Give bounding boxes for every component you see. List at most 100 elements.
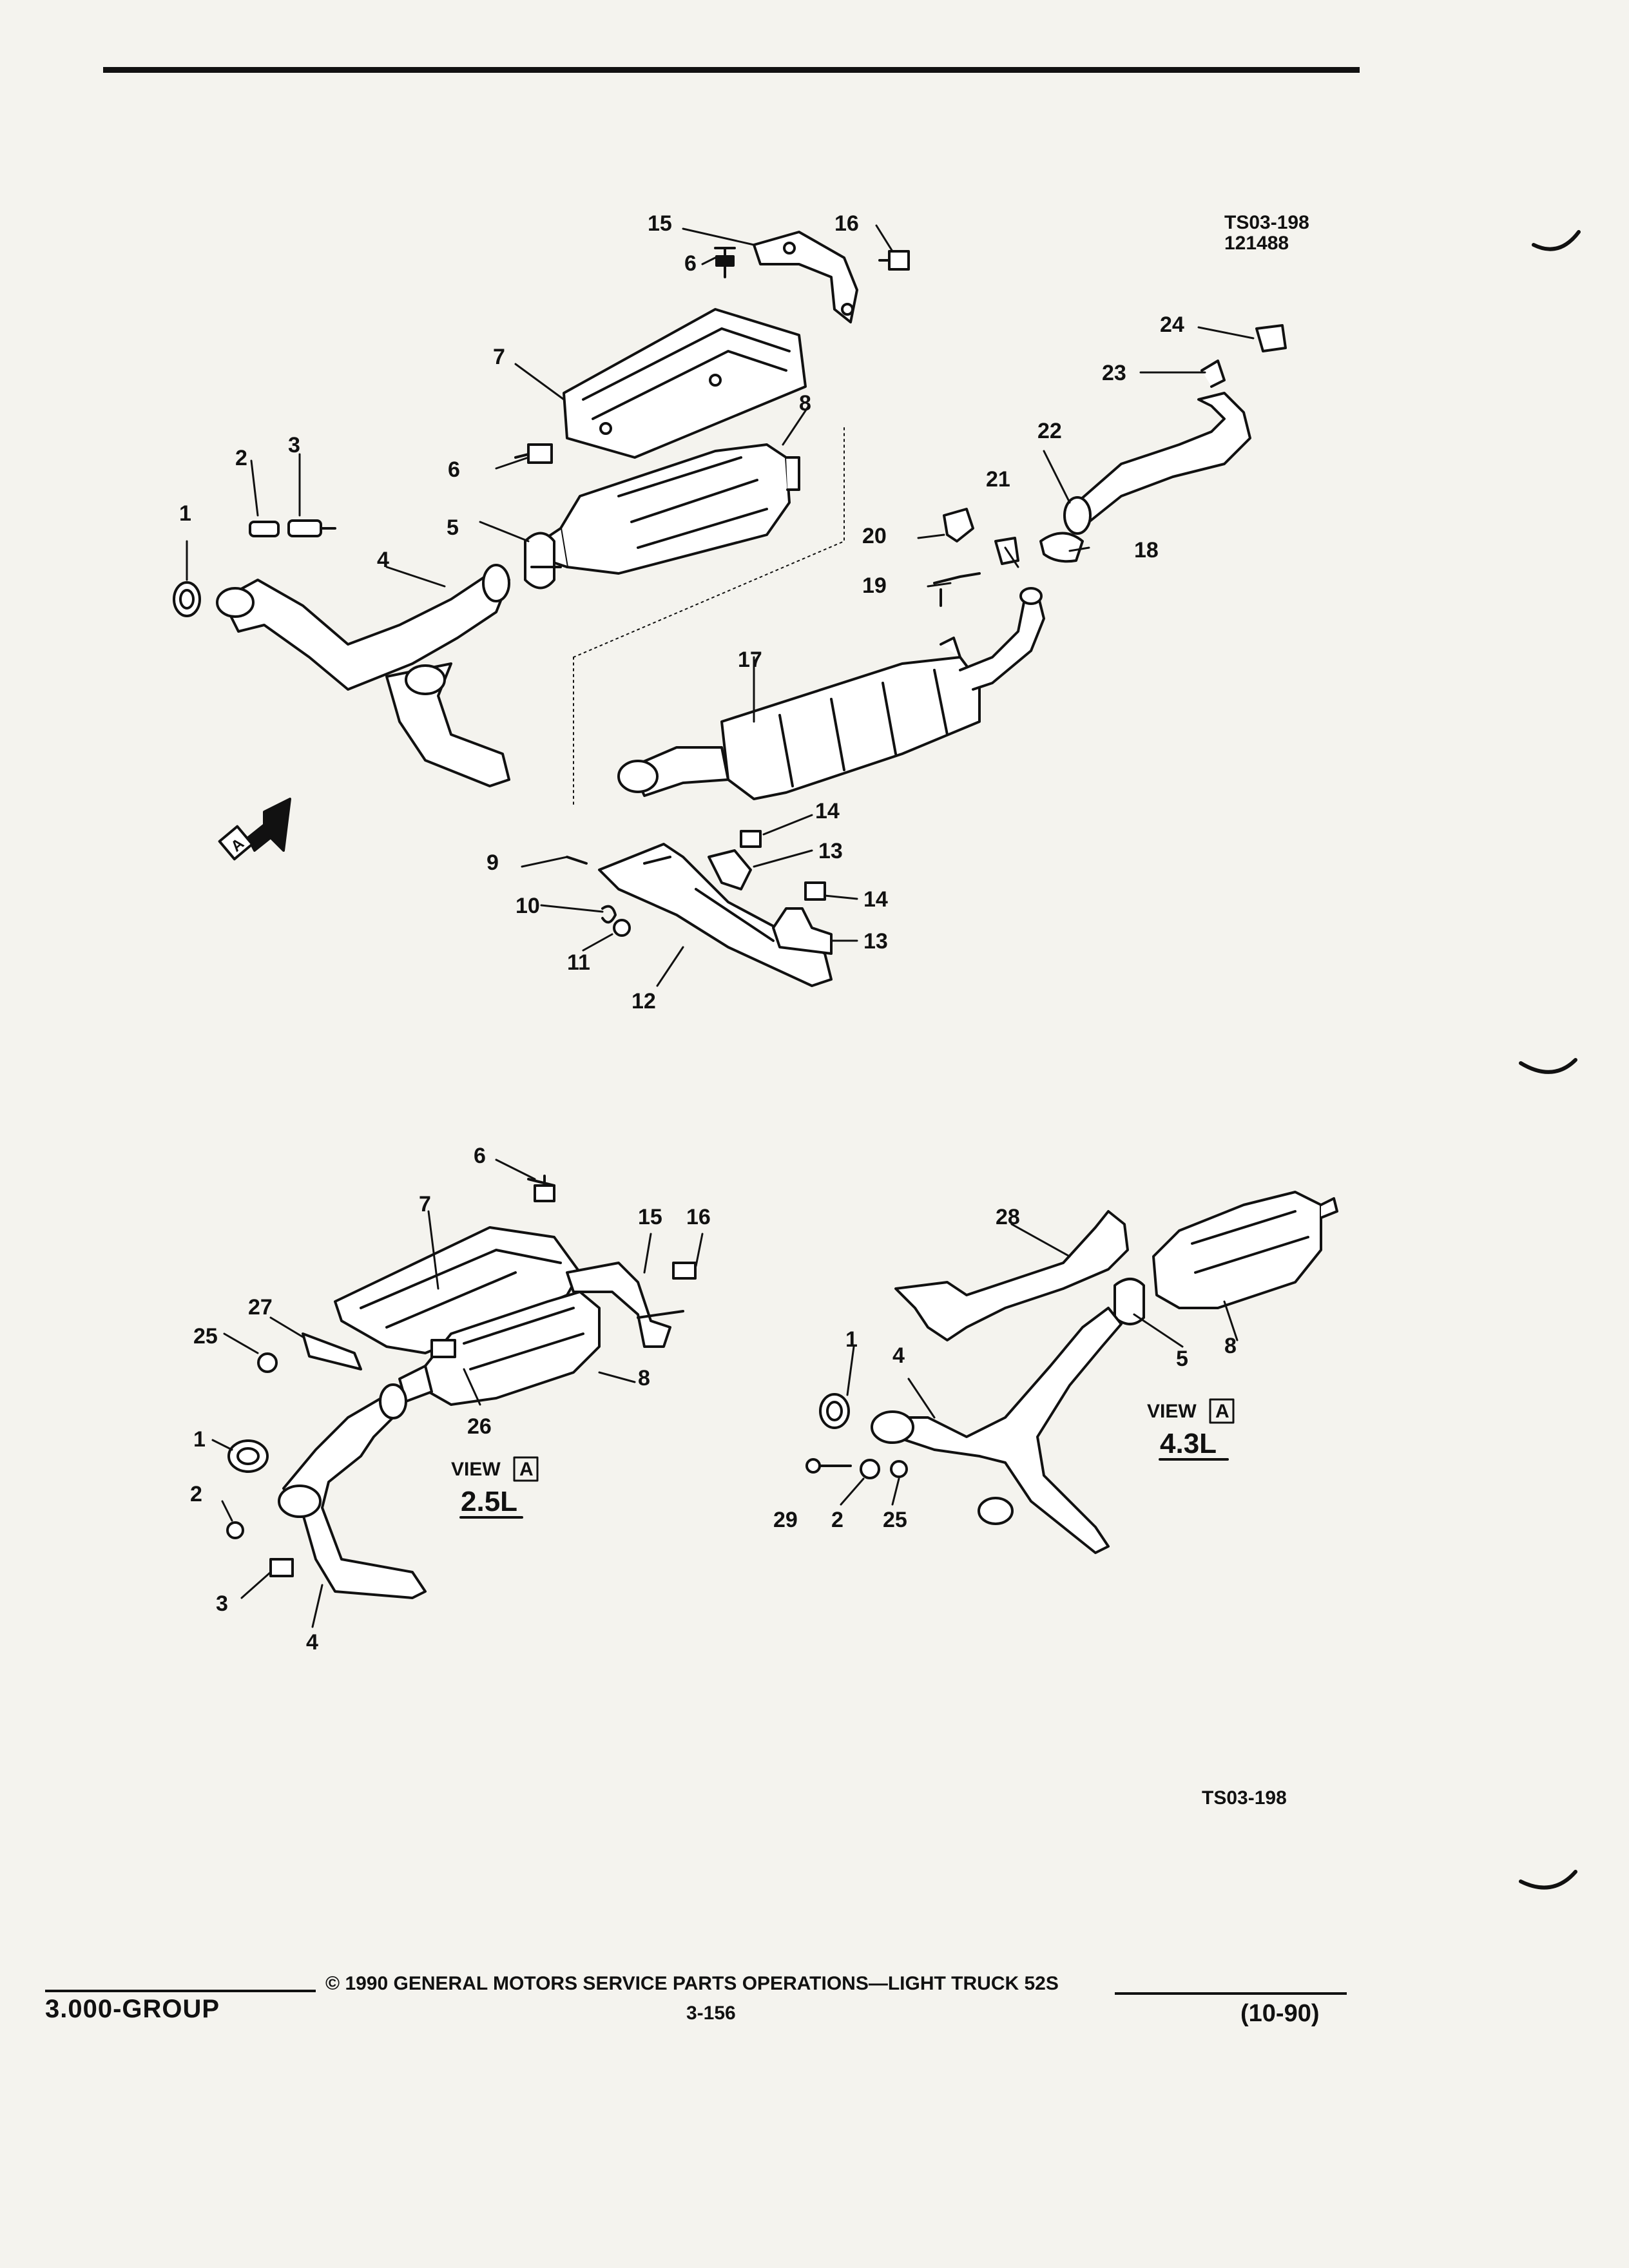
callout-10: 10 (516, 894, 540, 918)
callout-11: 11 (567, 950, 590, 975)
converter-4-3 (1113, 1191, 1338, 1325)
leader-lines-4-3 (840, 1223, 1239, 1506)
callout-20: 20 (862, 524, 887, 548)
bolt-16-upper (878, 250, 910, 271)
callouts-4-3: 1 2 4 5 8 25 28 29 (773, 1205, 1237, 1532)
callout-24: 24 (1160, 312, 1184, 337)
footer-group: 3.000-GROUP (45, 1995, 220, 2023)
tailpipe-22 (1063, 392, 1251, 535)
catalytic-converter-upper (540, 443, 800, 575)
callout-26-2-5: 26 (467, 1414, 492, 1439)
view-marker-arrow (218, 798, 291, 861)
view-box-2-5 (513, 1456, 539, 1482)
callout-4-2-5: 4 (306, 1630, 318, 1655)
callout-4: 4 (377, 548, 389, 572)
svg-text:VIEW: VIEW (1147, 1401, 1197, 1422)
callout-1-4-3: 1 (845, 1327, 858, 1352)
svg-text:VIEW: VIEW (451, 1459, 501, 1480)
callout-22: 22 (1037, 419, 1062, 443)
callout-23: 23 (1102, 361, 1126, 385)
callout-13a: 13 (818, 839, 843, 863)
callout-3-2-5: 3 (216, 1591, 228, 1616)
bottom-figure-code: TS03-198 (1202, 1787, 1287, 1809)
bracket-15 (753, 231, 858, 323)
binding-marks (1519, 230, 1581, 1890)
heat-shield-upper (563, 308, 807, 459)
callout-6a: 6 (684, 251, 697, 276)
callout-6-2-5: 6 (474, 1144, 486, 1168)
header-rule (103, 67, 1360, 73)
footer-page-number: 3-156 (686, 2003, 736, 2024)
callout-7: 7 (493, 345, 505, 369)
callouts-top: 1 2 3 4 5 6 6 7 8 9 10 11 12 13 13 14 14… (179, 211, 1184, 1014)
footer-rule-left (45, 1990, 316, 1992)
footer-copyright: © 1990 GENERAL MOTORS SERVICE PARTS OPER… (325, 1973, 1059, 1994)
crossmember-12 (566, 830, 833, 987)
callout-12: 12 (631, 989, 656, 1014)
footer-revision: (10-90) (1240, 2000, 1320, 2027)
gasket-1-upper (173, 581, 201, 617)
view-label-2-5: VIEW A 2.5L (451, 1459, 534, 1517)
callout-9: 9 (487, 850, 499, 875)
callout-15: 15 (648, 211, 672, 236)
small-parts-4-3 (805, 1393, 908, 1479)
parts-2-3-upper (249, 519, 336, 537)
callout-2-4-3: 2 (831, 1508, 843, 1532)
bracket-28 (894, 1210, 1129, 1341)
view-box-4-3 (1209, 1398, 1235, 1424)
callout-18: 18 (1134, 538, 1159, 562)
callout-1-2-5: 1 (193, 1427, 206, 1452)
callout-2: 2 (235, 446, 247, 470)
callout-5: 5 (447, 515, 459, 540)
pipe-4-4-3 (871, 1307, 1123, 1554)
pipe-4-2-5 (278, 1383, 427, 1599)
bolt-6-upper (714, 247, 736, 278)
callout-29-4-3: 29 (773, 1508, 798, 1532)
small-parts-2-5 (226, 1332, 362, 1577)
assembly-outline (573, 425, 845, 806)
callout-21: 21 (986, 467, 1010, 492)
bolt-6-2-5 (527, 1175, 555, 1202)
bracket-15-2-5 (566, 1262, 697, 1348)
callout-8-2-5: 8 (638, 1366, 650, 1390)
callout-28-4-3: 28 (996, 1205, 1020, 1229)
callout-7-2-5: 7 (419, 1192, 431, 1216)
svg-text:A: A (1215, 1401, 1229, 1422)
leader-lines-top (186, 224, 1255, 987)
exhaust-pipe-4-upper (216, 564, 510, 787)
callout-16-2-5: 16 (686, 1205, 711, 1229)
callout-14b: 14 (863, 887, 888, 912)
callouts-2-5: 1 2 3 4 6 7 8 15 16 25 26 27 (190, 1144, 711, 1655)
view-label-4-3: VIEW A 4.3L (1147, 1401, 1229, 1459)
svg-text:2.5L: 2.5L (461, 1486, 517, 1517)
svg-text:A: A (519, 1459, 534, 1480)
callout-3: 3 (288, 433, 300, 457)
callout-5-4-3: 5 (1176, 1347, 1188, 1371)
leader-lines-2-5 (211, 1158, 704, 1628)
callout-8: 8 (799, 391, 811, 416)
figure-code-date: 121488 (1224, 233, 1289, 254)
callout-1: 1 (179, 501, 191, 526)
clamp-5-upper (524, 532, 562, 590)
figure-code: TS03-198 121488 (1224, 213, 1309, 254)
callout-27-2-5: 27 (248, 1295, 273, 1320)
callout-4-4-3: 4 (892, 1343, 905, 1368)
callout-6b: 6 (448, 457, 460, 482)
callout-8-4-3: 8 (1224, 1334, 1237, 1358)
converter-2-5 (398, 1291, 601, 1406)
callout-19: 19 (862, 573, 887, 598)
callout-15-2-5: 15 (638, 1205, 662, 1229)
callout-14a: 14 (815, 799, 840, 823)
callout-25-2-5: 25 (193, 1324, 218, 1349)
callout-13b: 13 (863, 929, 888, 954)
footer-rule-right (1115, 1992, 1347, 1995)
callout-17: 17 (738, 648, 762, 672)
bolt-6-lower (514, 443, 553, 464)
svg-text:4.3L: 4.3L (1160, 1428, 1217, 1459)
callout-16: 16 (834, 211, 859, 236)
callout-2-2-5: 2 (190, 1482, 202, 1506)
muffler-17 (617, 587, 1045, 800)
callout-25-4-3: 25 (883, 1508, 907, 1532)
figure-code-primary: TS03-198 (1224, 212, 1309, 233)
